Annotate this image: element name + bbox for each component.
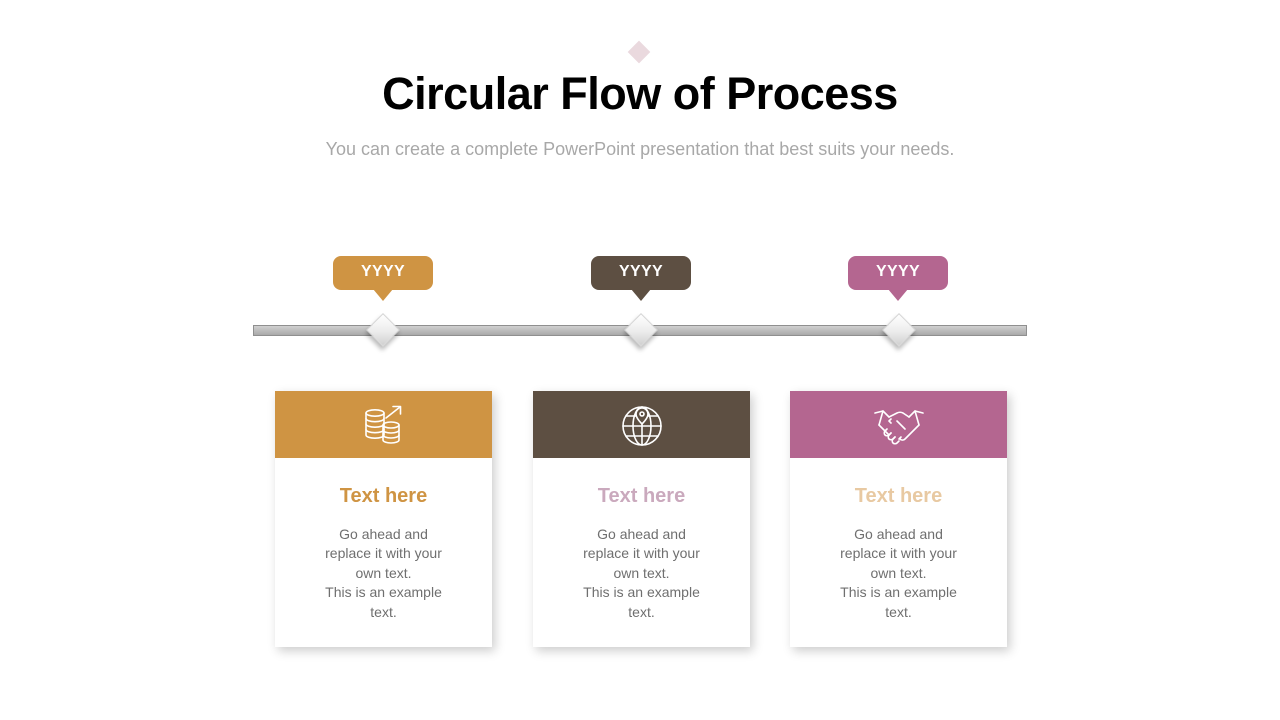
card-body: Go ahead and replace it with your own te… xyxy=(533,525,750,622)
card-header xyxy=(533,391,750,458)
timeline-callout-1: YYYY xyxy=(333,256,433,301)
card-body-line: replace it with your xyxy=(583,545,700,562)
card-body-line: text. xyxy=(370,603,397,620)
card-title: Text here xyxy=(339,485,428,507)
card-body-line: own text. xyxy=(355,564,412,581)
card-body-line: replace it with your xyxy=(325,545,442,562)
timeline-marker-3 xyxy=(882,313,916,347)
globe-location-icon xyxy=(621,405,662,446)
card-title: Text here xyxy=(854,485,943,507)
callout-pointer xyxy=(631,289,651,301)
page-title: Circular Flow of Process xyxy=(382,68,898,119)
card-title: Text here xyxy=(597,485,686,507)
process-card-3: Text here Go ahead and replace it with y… xyxy=(790,391,1007,647)
card-body-line: This is an example xyxy=(583,584,700,601)
callout-label: YYYY xyxy=(876,263,920,280)
card-header xyxy=(790,391,1007,458)
page-subtitle: You can create a complete PowerPoint pre… xyxy=(325,139,955,159)
timeline-callout-2: YYYY xyxy=(591,256,691,301)
card-body-line: Go ahead and xyxy=(339,526,428,542)
card-header xyxy=(275,391,492,458)
process-card-2: Text here Go ahead and replace it with y… xyxy=(533,391,750,647)
card-body-line: replace it with your xyxy=(840,545,957,562)
card-body-line: This is an example xyxy=(840,584,957,601)
decorative-diamond-icon xyxy=(627,40,651,64)
card-body-line: text. xyxy=(628,603,655,620)
callout-label: YYYY xyxy=(619,263,663,280)
card-body-line: own text. xyxy=(870,564,927,581)
card-body-line: Go ahead and xyxy=(854,526,943,542)
process-card-1: Text here Go ahead and replace it with y… xyxy=(275,391,492,647)
card-body-line: own text. xyxy=(613,564,670,581)
coins-growth-icon xyxy=(364,405,401,444)
timeline-marker-1 xyxy=(366,313,400,347)
card-body-line: This is an example xyxy=(325,584,442,601)
callout-label: YYYY xyxy=(361,263,405,280)
timeline-marker-2 xyxy=(624,313,658,347)
callout-pointer xyxy=(373,289,393,301)
card-body-line: text. xyxy=(885,603,912,620)
card-body: Go ahead and replace it with your own te… xyxy=(790,525,1007,622)
timeline-callout-3: YYYY xyxy=(848,256,948,301)
card-body: Go ahead and replace it with your own te… xyxy=(275,525,492,622)
card-body-line: Go ahead and xyxy=(597,526,686,542)
callout-pointer xyxy=(888,289,908,301)
handshake-icon xyxy=(873,409,924,445)
